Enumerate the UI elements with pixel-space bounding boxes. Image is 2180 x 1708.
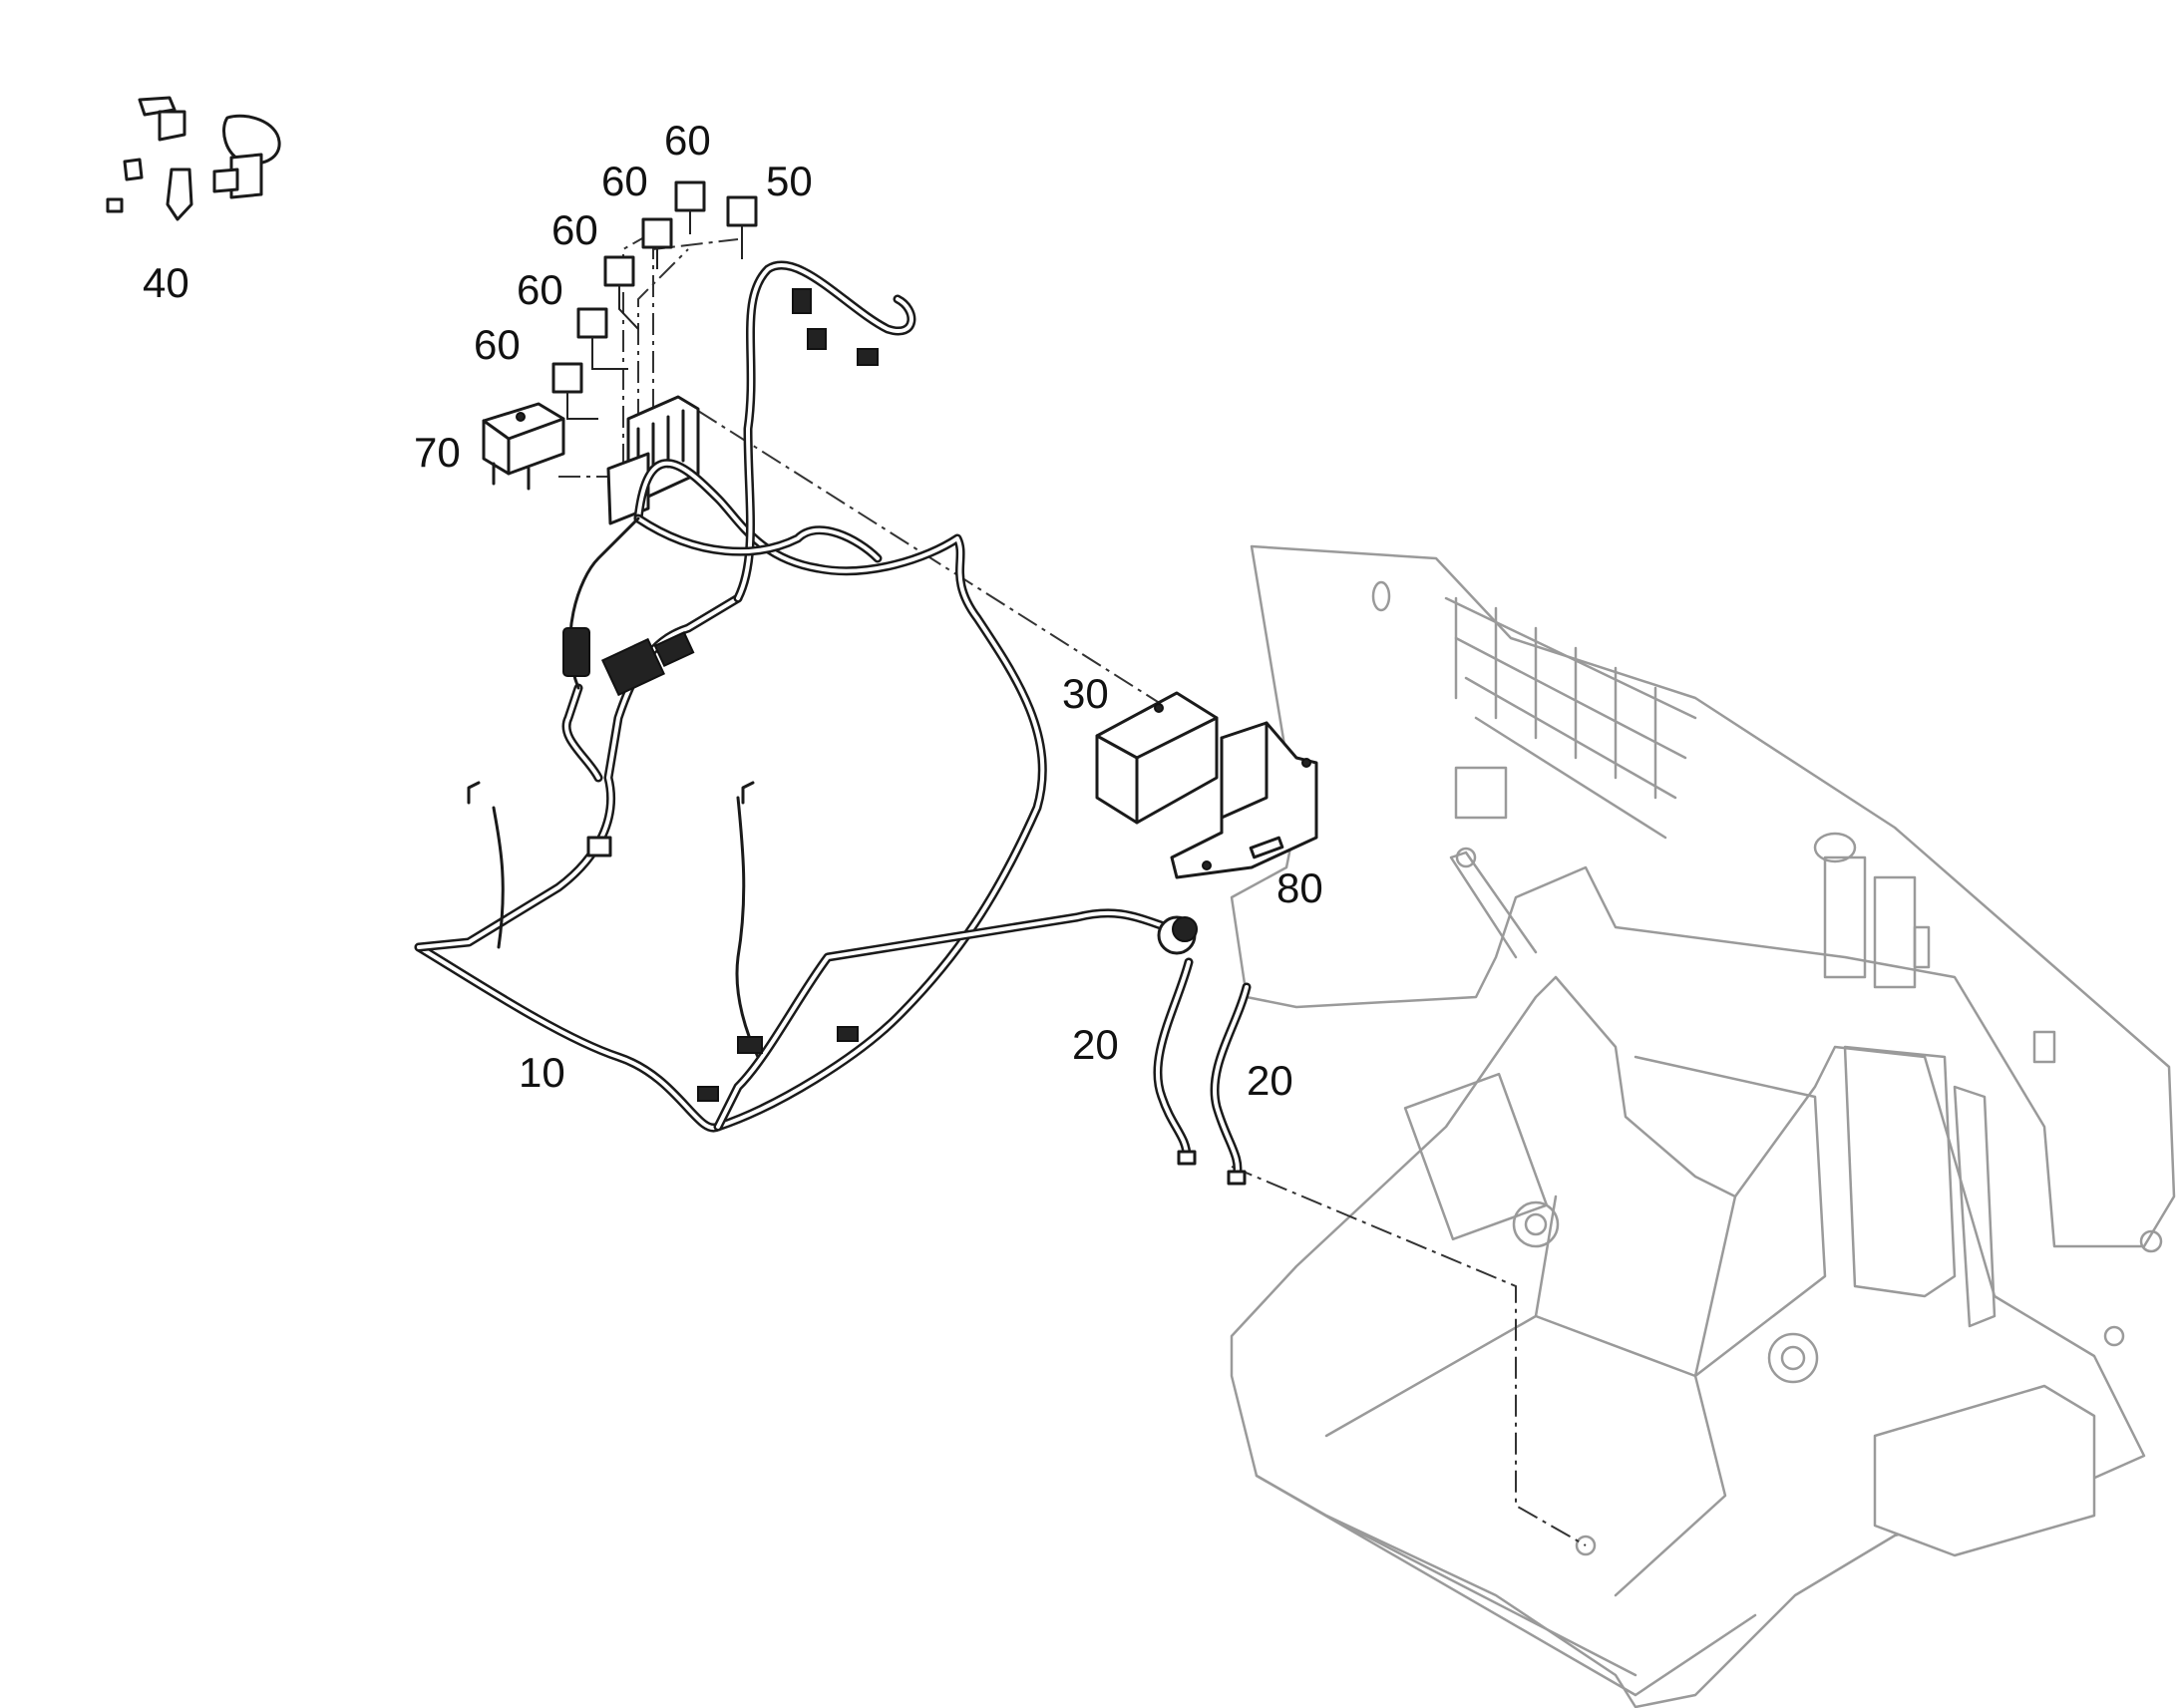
relay-60-d — [641, 217, 673, 269]
cab-frame-outline — [1230, 544, 2176, 1708]
panel-perforations — [1371, 580, 2056, 1064]
part-40-hardware — [106, 96, 281, 221]
callout-60-c: 60 — [551, 206, 598, 253]
part-80-bracket — [1170, 721, 1318, 879]
part-10-wiring-harness — [414, 260, 1198, 1133]
callout-60-d: 60 — [601, 158, 648, 204]
callout-20-left: 20 — [1072, 1021, 1119, 1068]
relay-60-e — [674, 180, 706, 234]
relay-60-b — [576, 307, 628, 370]
callout-40: 40 — [143, 259, 189, 306]
callout-30: 30 — [1062, 670, 1109, 717]
relay-50 — [726, 195, 758, 259]
relay-60-c — [603, 255, 639, 330]
callout-60-a: 60 — [474, 321, 521, 368]
callout-60-b: 60 — [517, 266, 563, 313]
assembly-center-lines — [558, 228, 1587, 1546]
callout-50: 50 — [766, 158, 813, 204]
relay-60-a — [551, 362, 598, 420]
callout-labels: 10 20 20 30 40 50 60 60 60 60 60 70 80 — [143, 117, 1323, 1104]
callout-20-right: 20 — [1247, 1057, 1293, 1104]
relays-group — [551, 180, 758, 420]
callout-60-e: 60 — [664, 117, 711, 164]
callout-70: 70 — [414, 429, 461, 476]
part-70-module — [482, 402, 565, 491]
callout-10: 10 — [519, 1049, 565, 1096]
part-20-cables — [1153, 957, 1252, 1186]
callout-80: 80 — [1276, 864, 1323, 911]
part-30-control-box — [1095, 691, 1219, 825]
